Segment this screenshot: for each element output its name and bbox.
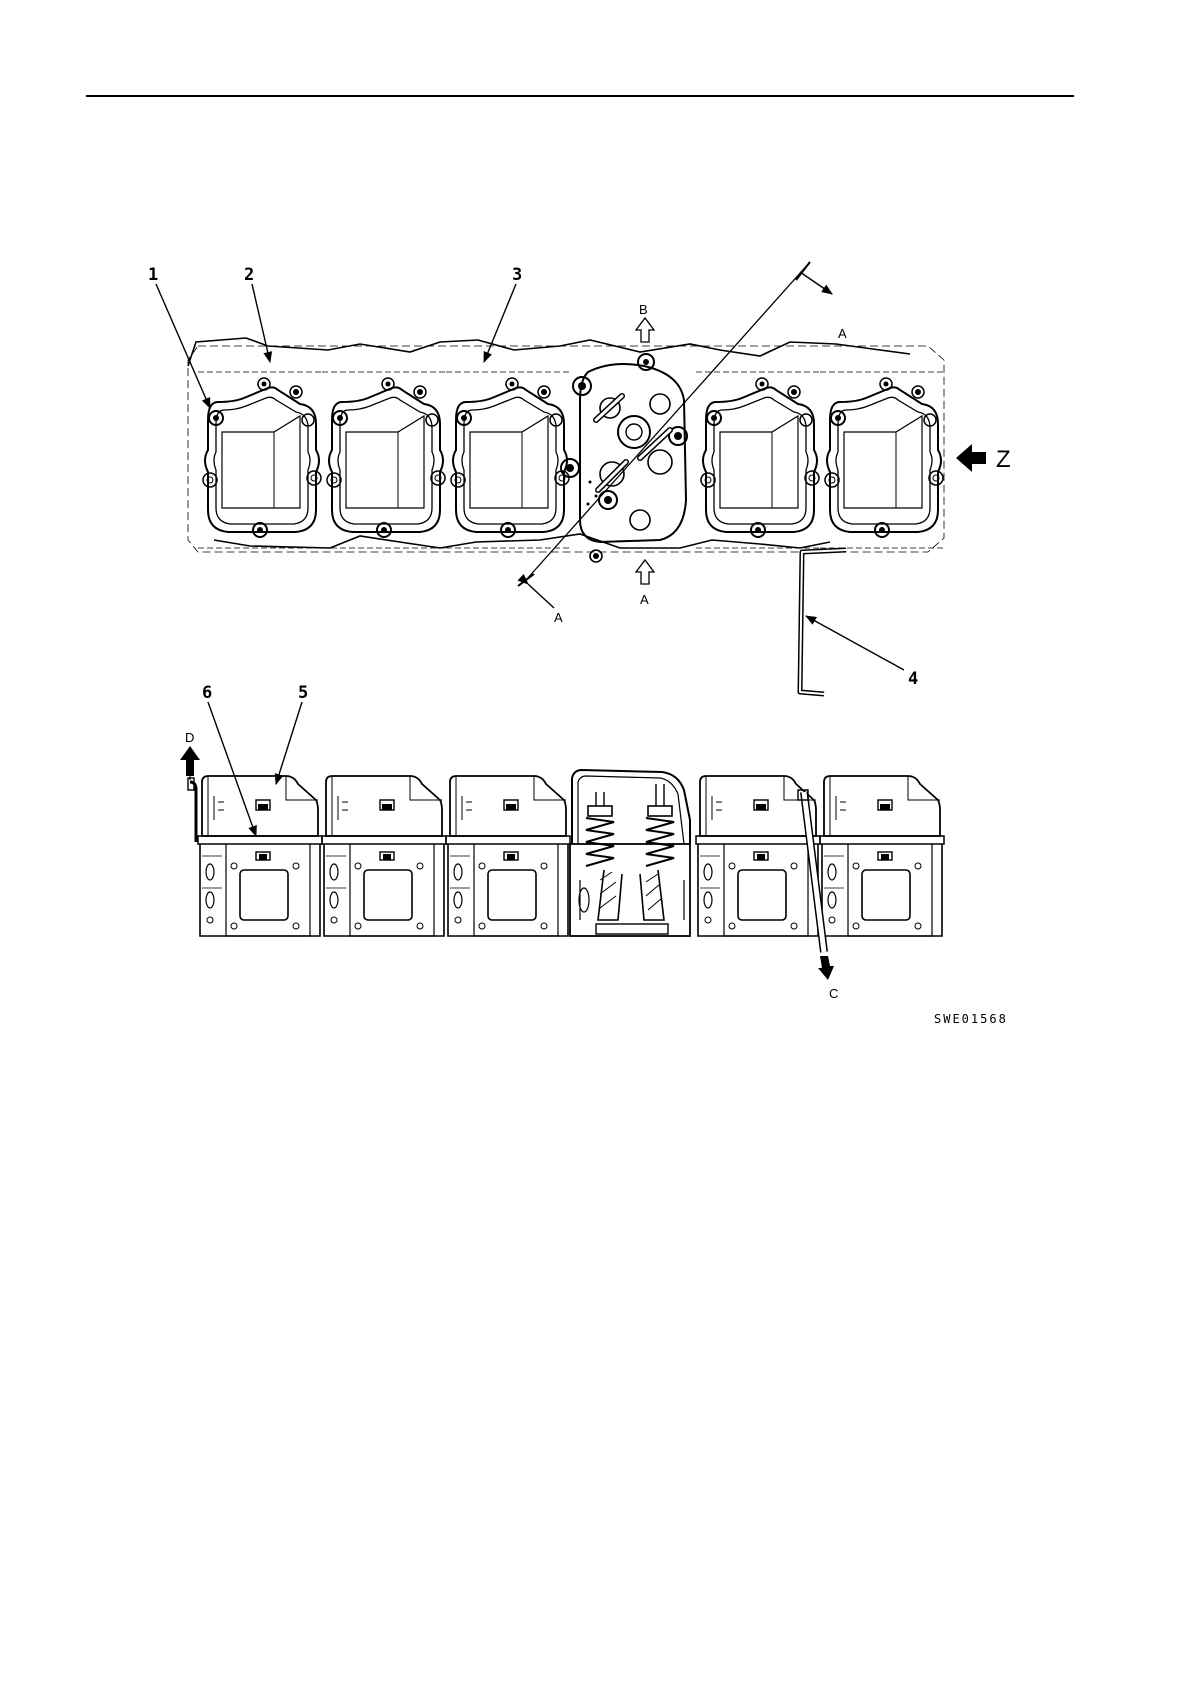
arrow-d-icon — [180, 746, 200, 776]
pipe-4 — [800, 550, 846, 694]
rocker-cover-3 — [446, 372, 570, 548]
leader-2 — [252, 284, 270, 362]
rocker-cover-5 — [820, 372, 944, 548]
arrow-c-icon — [818, 956, 834, 980]
valve-mechanism-top — [561, 354, 687, 562]
view-z-arrow-icon — [956, 444, 986, 472]
figure-code: SWE01568 — [934, 1012, 1008, 1026]
label-a-left: A — [554, 610, 563, 625]
label-a-top: A — [838, 326, 847, 341]
callout-5: 5 — [298, 683, 308, 703]
label-a-bottom: A — [640, 592, 649, 607]
callout-6: 6 — [202, 683, 212, 703]
leader-6 — [208, 702, 256, 836]
label-c: C — [829, 986, 838, 1001]
leader-5 — [276, 702, 302, 784]
label-z: Z — [996, 446, 1011, 473]
callout-4: 4 — [908, 669, 918, 689]
top-view: A A B A Z 1 2 3 4 — [148, 262, 1011, 694]
side-view: D C 5 6 — [180, 683, 944, 1001]
upper-harness — [188, 338, 910, 366]
valve-spring-cutaway — [570, 770, 690, 936]
label-b: B — [639, 302, 648, 317]
label-d: D — [185, 730, 194, 745]
side-cover-5 — [820, 776, 944, 936]
leader-3 — [484, 284, 516, 362]
rocker-cover-2 — [322, 372, 446, 548]
arrow-b-icon — [636, 318, 654, 342]
callout-1: 1 — [148, 265, 158, 285]
rocker-cover-4 — [696, 372, 820, 548]
rocker-cover-1 — [198, 372, 322, 548]
wire-d — [190, 782, 196, 842]
arrow-a-top — [800, 272, 832, 294]
leader-4 — [806, 616, 904, 670]
arrow-a-bottom-icon — [636, 560, 654, 584]
side-cover-3 — [446, 776, 570, 936]
lower-harness — [214, 534, 830, 548]
callout-2: 2 — [244, 265, 254, 285]
callout-3: 3 — [512, 265, 522, 285]
side-cover-1 — [198, 776, 322, 936]
arrow-a-left — [528, 584, 554, 608]
side-cover-2 — [322, 776, 446, 936]
